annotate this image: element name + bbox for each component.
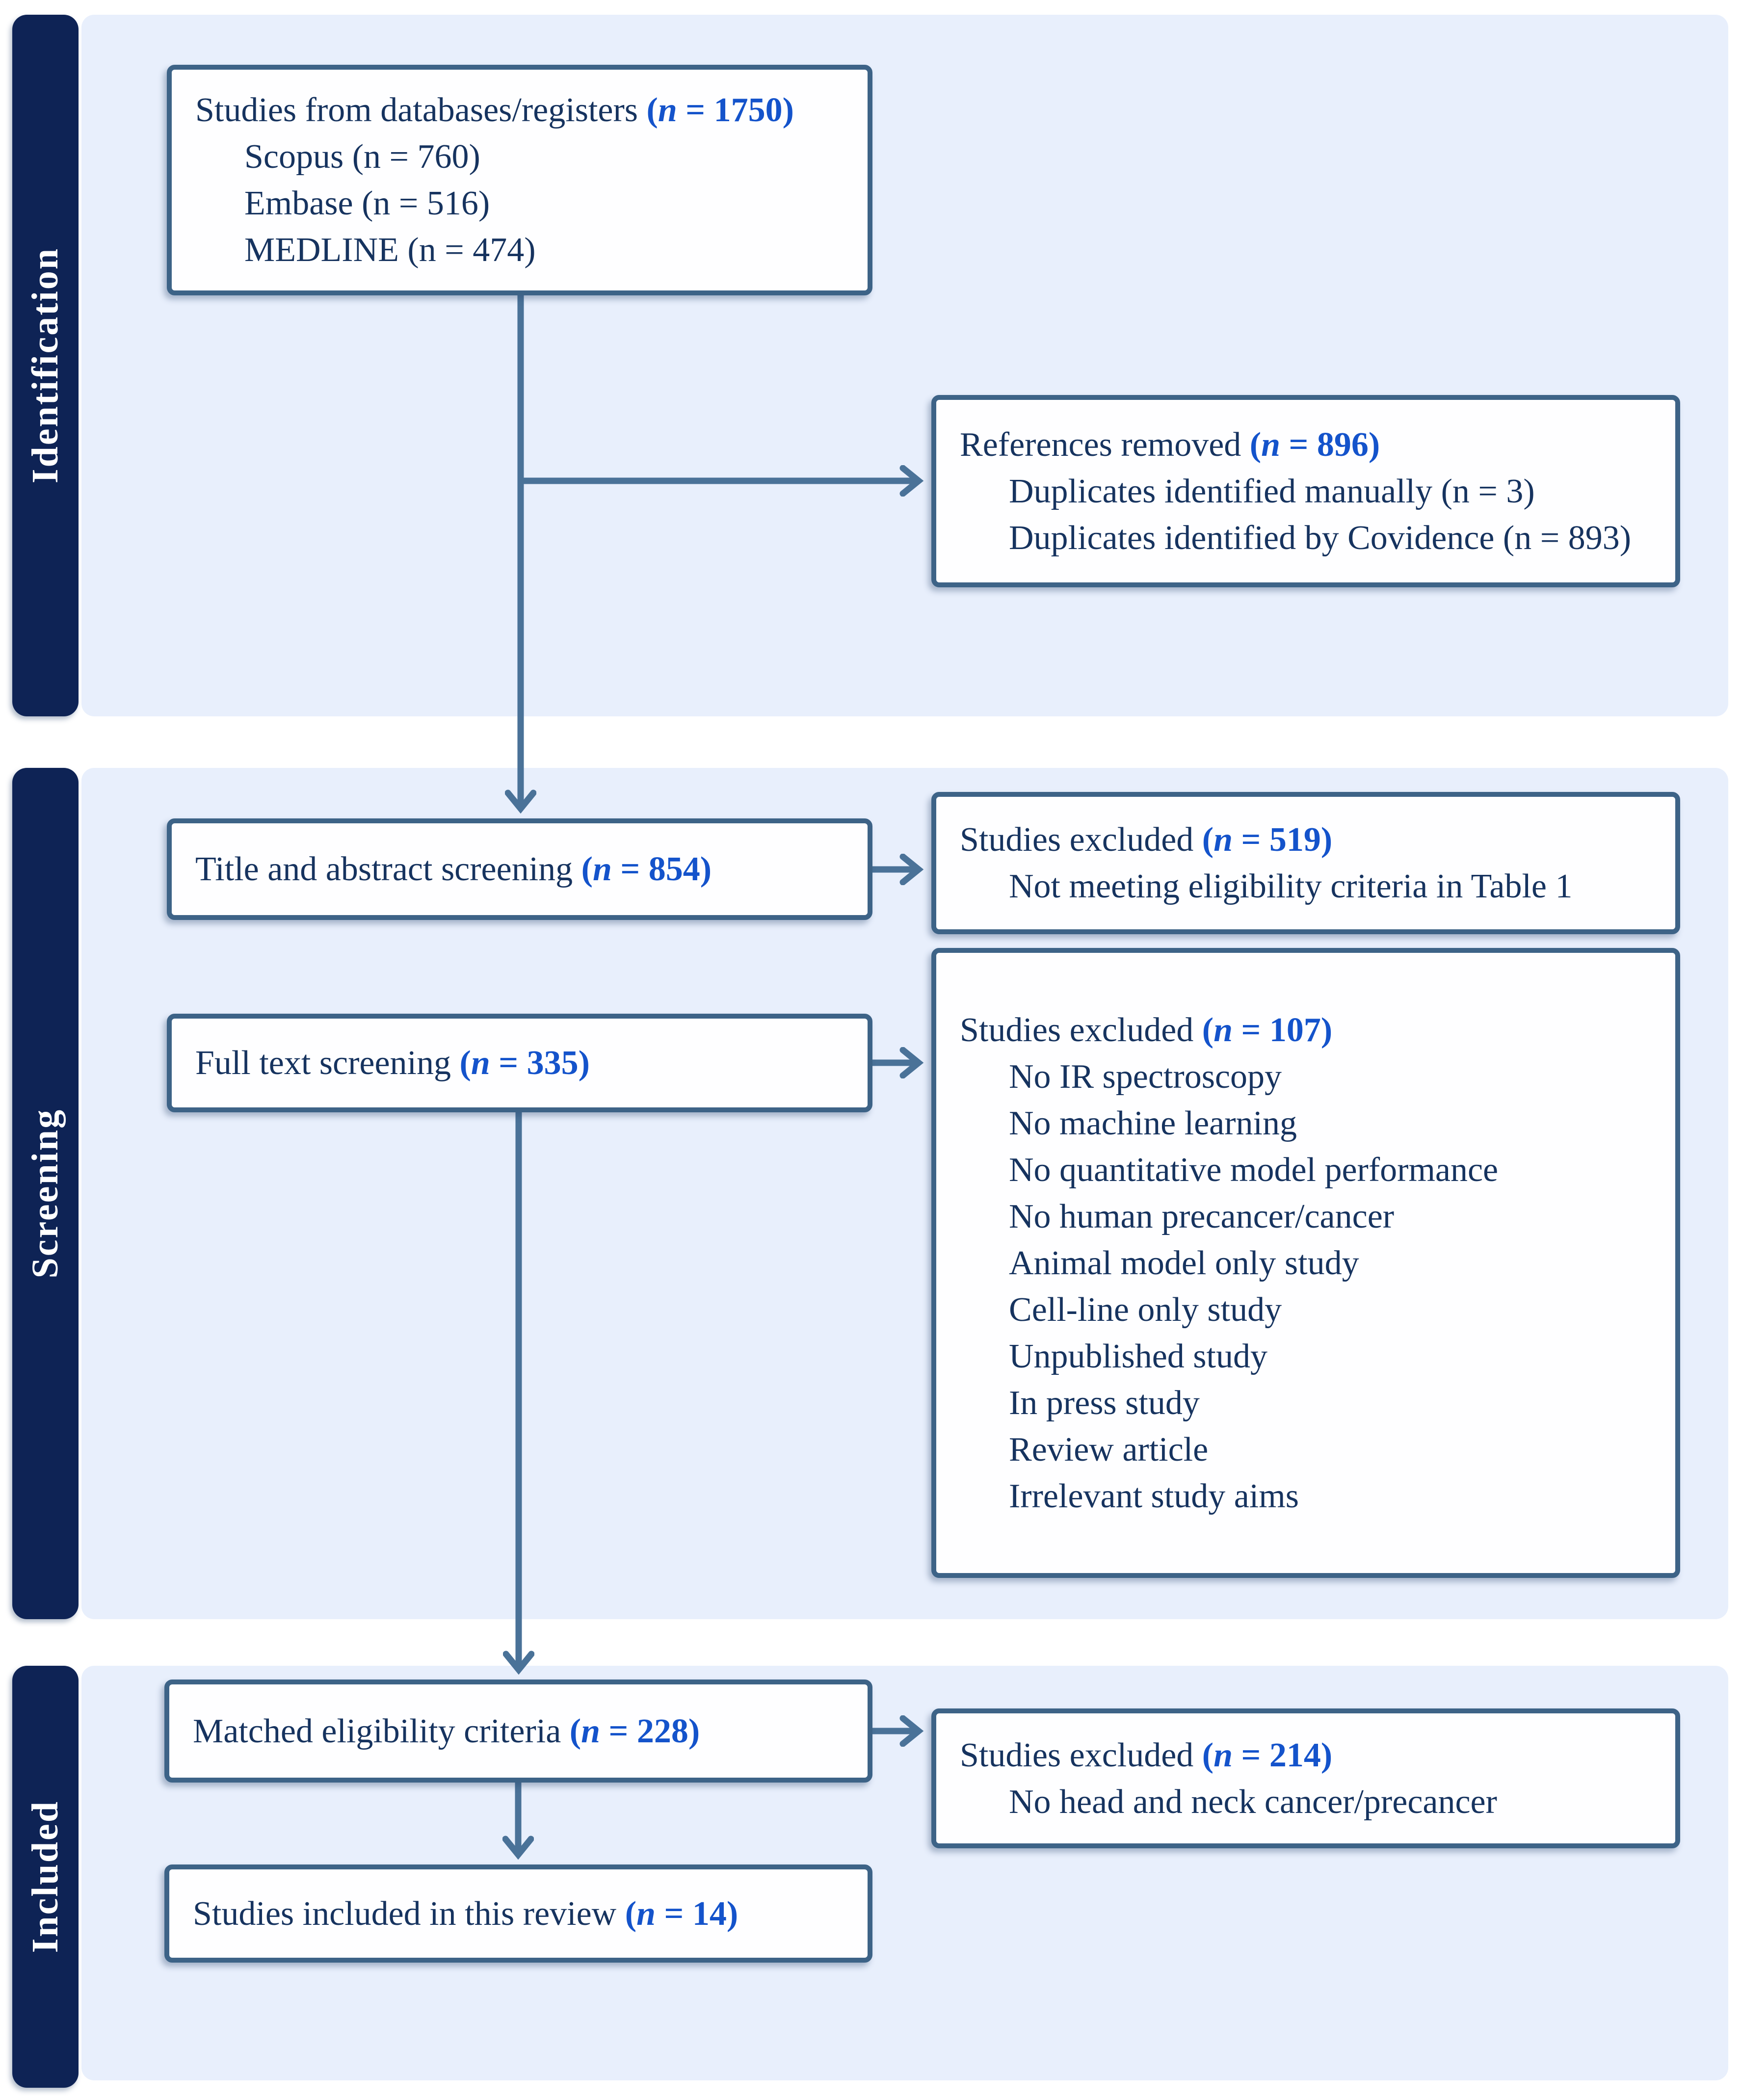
box-excluded-title-abstract-title: Studies excluded (n = 519) [960,816,1665,863]
box-databases: Studies from databases/registers (n = 17… [167,65,872,295]
box-excluded-full-text-item: No machine learning [1009,1104,1297,1142]
box-excluded-title-abstract: Studies excluded (n = 519) Not meeting e… [931,792,1680,934]
box-excluded-full-text-item: Cell-line only study [1009,1290,1282,1329]
box-excluded-full-text-item: Animal model only study [1009,1244,1359,1282]
box-excluded-title-abstract-count: (n = 519) [1202,821,1333,859]
box-excluded-matched-item: No head and neck cancer/precancer [1009,1783,1497,1821]
box-excluded-matched-title: Studies excluded (n = 214) [960,1732,1665,1779]
identification-stage-bar: Identification [12,15,79,716]
box-excluded-full-text-item: Review article [1009,1430,1209,1469]
box-excluded-full-text: Studies excluded (n = 107) No IR spectro… [931,948,1680,1578]
box-full-text-screening: Full text screening (n = 335) [167,1014,872,1112]
box-excluded-full-text-item: Irrelevant study aims [1009,1477,1299,1515]
box-full-text-screening-title-text: Full text screening [195,1044,460,1082]
box-matched-eligibility-title: Matched eligibility criteria (n = 228) [193,1708,858,1755]
included-stage-bar: Included [12,1666,79,2088]
box-title-abstract-screening-count: (n = 854) [581,850,712,888]
box-full-text-screening-title: Full text screening (n = 335) [195,1040,858,1086]
box-references-removed-title-text: References removed [960,425,1250,464]
box-references-removed: References removed (n = 896) Duplicates … [931,395,1680,587]
box-databases-title-text: Studies from databases/registers [195,91,647,129]
box-excluded-full-text-title-text: Studies excluded [960,1011,1202,1049]
box-matched-eligibility-title-text: Matched eligibility criteria [193,1712,570,1750]
box-references-removed-count: (n = 896) [1249,425,1380,464]
box-references-removed-item: Duplicates identified by Covidence (n = … [1009,519,1632,557]
box-databases-item: Embase (n = 516) [244,184,490,222]
screening-stage-bar: Screening [12,768,79,1619]
box-matched-eligibility-count: (n = 228) [569,1712,700,1750]
box-matched-eligibility: Matched eligibility criteria (n = 228) [164,1680,872,1783]
box-excluded-full-text-title: Studies excluded (n = 107) [960,1007,1665,1053]
box-excluded-full-text-item: In press study [1009,1384,1200,1422]
box-excluded-title-abstract-item: Not meeting eligibility criteria in Tabl… [1009,867,1573,905]
box-studies-included-title-text: Studies included in this review [193,1894,625,1933]
box-studies-included: Studies included in this review (n = 14) [164,1864,872,1963]
box-excluded-full-text-item: No human precancer/cancer [1009,1197,1395,1235]
box-excluded-full-text-count: (n = 107) [1202,1011,1333,1049]
box-excluded-title-abstract-title-text: Studies excluded [960,821,1202,859]
box-studies-included-title: Studies included in this review (n = 14) [193,1890,858,1937]
box-databases-item: MEDLINE (n = 474) [244,231,536,269]
box-title-abstract-screening-title-text: Title and abstract screening [195,850,581,888]
box-excluded-full-text-item: No IR spectroscopy [1009,1057,1282,1096]
box-excluded-matched-count: (n = 214) [1202,1736,1333,1774]
box-references-removed-item: Duplicates identified manually (n = 3) [1009,472,1535,510]
box-studies-included-count: (n = 14) [625,1894,739,1933]
box-excluded-matched-title-text: Studies excluded [960,1736,1202,1774]
box-databases-title: Studies from databases/registers (n = 17… [195,87,858,133]
box-databases-item: Scopus (n = 760) [244,138,480,176]
box-databases-count: (n = 1750) [646,91,794,129]
box-excluded-full-text-item: No quantitative model performance [1009,1151,1499,1189]
box-excluded-full-text-item: Unpublished study [1009,1337,1267,1375]
box-references-removed-title: References removed (n = 896) [960,421,1665,468]
box-excluded-matched: Studies excluded (n = 214) No head and n… [931,1708,1680,1848]
box-full-text-screening-count: (n = 335) [459,1044,590,1082]
box-title-abstract-screening-title: Title and abstract screening (n = 854) [195,846,858,892]
box-title-abstract-screening: Title and abstract screening (n = 854) [167,818,872,920]
